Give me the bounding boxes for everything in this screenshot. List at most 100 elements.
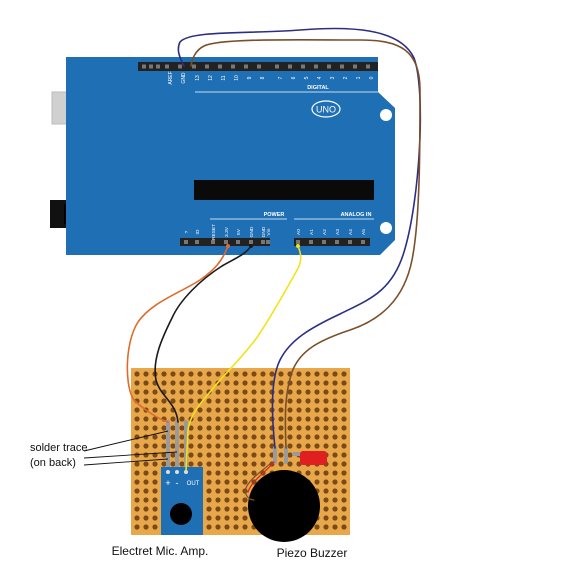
mic-pin-minus (175, 470, 179, 474)
perfboard-hole (152, 425, 158, 431)
header-pin (156, 64, 160, 69)
digital-pin-label: 13 (195, 75, 201, 81)
perfboard-hole (224, 398, 230, 404)
header-pin (261, 240, 265, 244)
perfboard-hole (341, 389, 347, 395)
perfboard-hole (341, 434, 347, 440)
perfboard-hole (251, 389, 257, 395)
perfboard-hole (260, 461, 266, 467)
piezo-buzzer (248, 470, 320, 542)
perfboard-hole (233, 416, 239, 422)
perfboard-hole (206, 479, 212, 485)
perfboard-hole (296, 398, 302, 404)
perfboard-hole (215, 488, 221, 494)
digital-pin-label: AREF (168, 71, 174, 84)
perfboard-hole (287, 389, 293, 395)
header-pin (288, 64, 292, 69)
perfboard-hole (287, 407, 293, 413)
perfboard-hole (332, 389, 338, 395)
digital-pin-label: 5 (304, 76, 310, 79)
perfboard-hole (134, 524, 140, 530)
perfboard-hole (143, 389, 149, 395)
perfboard-hole (197, 461, 203, 467)
digital-pin-label: 8 (260, 76, 266, 79)
header-pin (275, 64, 279, 69)
perfboard-hole (224, 470, 230, 476)
digital-pin-label: GND (181, 72, 187, 84)
perfboard-hole (296, 416, 302, 422)
perfboard-hole (134, 479, 140, 485)
perfboard-hole (161, 407, 167, 413)
power-pin-label: GND (249, 226, 255, 237)
wire-orange (126, 245, 229, 423)
perfboard-hole (206, 524, 212, 530)
solder-trace-sublabel: (on back) (30, 457, 76, 469)
perfboard-hole (152, 461, 158, 467)
perfboard-hole (134, 371, 140, 377)
perfboard-hole (287, 443, 293, 449)
perfboard-hole (152, 506, 158, 512)
perfboard-hole (314, 416, 320, 422)
perfboard-hole (143, 461, 149, 467)
perfboard-hole (323, 389, 329, 395)
perfboard-hole (278, 452, 284, 458)
wire-buzzer-lead (244, 461, 273, 501)
perfboard-hole (260, 416, 266, 422)
perfboard-hole (251, 407, 257, 413)
perfboard-hole (197, 425, 203, 431)
header-pin (327, 64, 331, 69)
header-pin (322, 240, 326, 244)
perfboard-hole (134, 443, 140, 449)
perfboard-hole (170, 434, 176, 440)
perfboard-hole (242, 470, 248, 476)
perfboard-hole (332, 488, 338, 494)
header-pin (361, 240, 365, 244)
perfboard-hole (179, 461, 185, 467)
wire-buzzer-lead-red (247, 461, 275, 493)
digital-section-label: DIGITAL (307, 85, 329, 91)
header-pin (236, 240, 240, 244)
perfboard-hole (296, 389, 302, 395)
perfboard-hole (152, 434, 158, 440)
power-pin-label: ? (184, 230, 190, 233)
perfboard-hole (341, 479, 347, 485)
perfboard-hole (251, 416, 257, 422)
perfboard-hole (233, 452, 239, 458)
analog-header (294, 238, 370, 246)
perfboard-hole (278, 398, 284, 404)
perfboard-hole (206, 470, 212, 476)
power-pin-label: 3.3V (224, 226, 230, 237)
perfboard-hole (188, 452, 194, 458)
perfboard-hole (314, 479, 320, 485)
perfboard-hole (215, 515, 221, 521)
perfboard-hole (179, 398, 185, 404)
perfboard-hole (242, 371, 248, 377)
perfboard-hole (278, 371, 284, 377)
wire-black (154, 245, 252, 423)
perfboard-hole (161, 443, 167, 449)
perfboard-hole (251, 398, 257, 404)
perfboard-hole (224, 515, 230, 521)
perfboard-hole (215, 506, 221, 512)
perfboard-hole (323, 398, 329, 404)
digital-pin-label: 7 (278, 76, 284, 79)
perfboard-hole (233, 425, 239, 431)
perfboard-hole (233, 371, 239, 377)
perfboard-hole (143, 425, 149, 431)
perfboard-hole (215, 443, 221, 449)
perfboard-hole (188, 371, 194, 377)
mic-plus-label: + (165, 478, 170, 488)
perfboard-hole (296, 434, 302, 440)
perfboard-hole (179, 371, 185, 377)
perfboard-hole (323, 497, 329, 503)
perfboard-hole (152, 515, 158, 521)
perfboard-hole (278, 461, 284, 467)
perfboard-hole (341, 506, 347, 512)
perfboard-hole (179, 443, 185, 449)
header-pin (178, 64, 182, 69)
perfboard-hole (314, 398, 320, 404)
perfboard-hole (179, 425, 185, 431)
perfboard-hole (260, 434, 266, 440)
perfboard-hole (170, 443, 176, 449)
perfboard-hole (224, 380, 230, 386)
